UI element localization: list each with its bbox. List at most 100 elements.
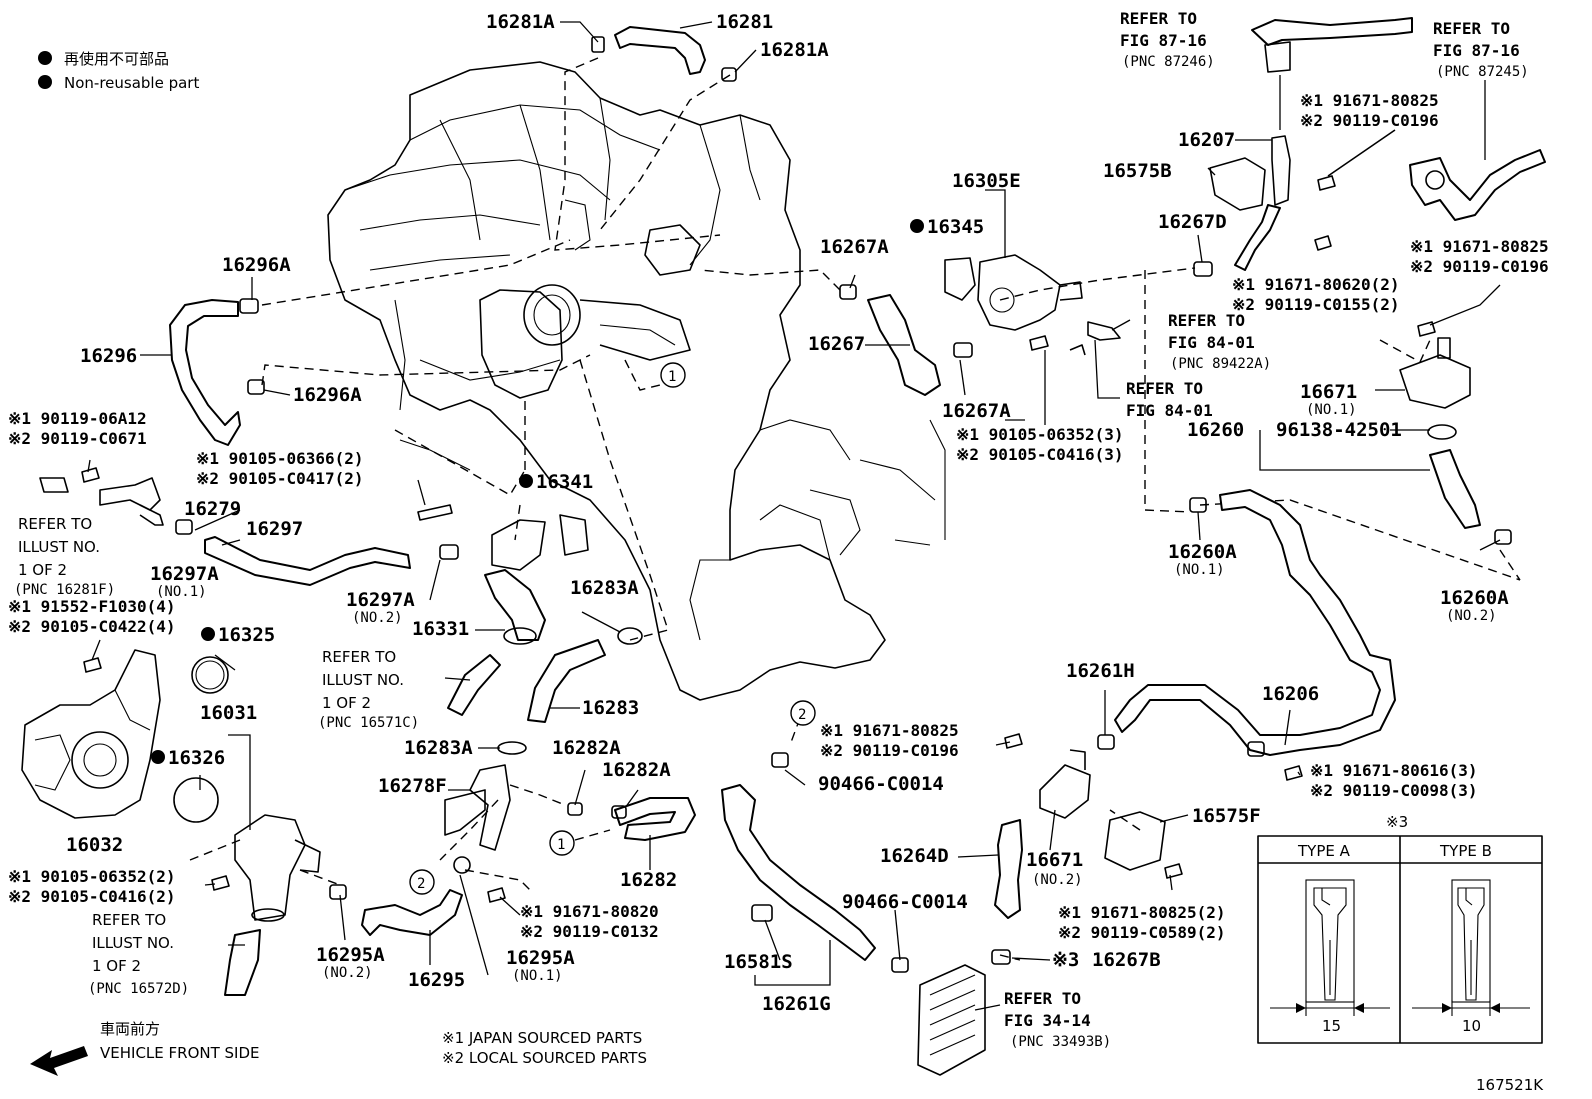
refer-to-note: 1 OF 2 xyxy=(92,957,141,975)
type-a-header: TYPE A xyxy=(1297,842,1351,860)
bolt-code: ※2 90119-C0196 xyxy=(820,741,959,760)
part-label: 16295A xyxy=(506,947,575,969)
part-label: 16671 xyxy=(1026,849,1083,871)
refer-to-note: 1 OF 2 xyxy=(18,561,67,579)
refer-to-note: FIG 84-01 xyxy=(1126,401,1213,420)
part-label: 16341 xyxy=(536,471,593,493)
part-label: 16267 xyxy=(808,333,865,355)
part-label: 16331 xyxy=(412,618,469,640)
type-b-clamp-icon xyxy=(1451,879,1491,1003)
refer-to-pnc: (PNC 89422A) xyxy=(1170,356,1271,372)
reference-notes: REFER TO FIG 87-16 (PNC 87246) REFER TO … xyxy=(14,9,1529,1050)
part-labels: 16281A 16281 16281A 16296A 16296 16296A … xyxy=(66,11,1509,1015)
part-label: ※3 xyxy=(1052,949,1079,971)
type-b-header: TYPE B xyxy=(1439,842,1492,860)
refer-to-note: REFER TO xyxy=(1168,311,1245,330)
bolt-code: ※1 91671-80825(2) xyxy=(1058,903,1226,922)
part-label: 90466-C0014 xyxy=(818,773,944,795)
bolt-code: ※2 90105-C0416(2) xyxy=(8,887,176,906)
part-label: 16260A xyxy=(1168,541,1237,563)
bolt-code: ※2 90119-C0196 xyxy=(1410,257,1549,276)
part-label: 16297A xyxy=(346,589,415,611)
refer-to-note: ILLUST NO. xyxy=(18,538,100,556)
legend-jp: 再使用不可部品 xyxy=(64,50,169,68)
part-label: 16283A xyxy=(570,577,639,599)
refer-to-note: REFER TO xyxy=(322,648,396,666)
part-label: 16283 xyxy=(582,697,639,719)
part-label: 16260 xyxy=(1187,419,1244,441)
part-label: 16260A xyxy=(1440,587,1509,609)
routing-lines xyxy=(189,57,1521,961)
refer-to-note: ILLUST NO. xyxy=(92,934,174,952)
part-label: 16295 xyxy=(408,969,465,991)
callout-circle xyxy=(409,869,435,895)
bolt-code: ※2 90119-C0132 xyxy=(520,922,659,941)
part-label: 16345 xyxy=(927,216,984,238)
refer-to-note: FIG 87-16 xyxy=(1433,41,1520,60)
part-label: 16279 xyxy=(184,498,241,520)
part-sublabel: (NO.2) xyxy=(1032,872,1083,888)
front-en-label: VEHICLE FRONT SIDE xyxy=(100,1044,260,1062)
refer-to-pnc: (PNC 33493B) xyxy=(1010,1034,1111,1050)
part-label: 16282 xyxy=(620,869,677,891)
part-label: 16206 xyxy=(1262,683,1319,705)
non-reusable-dot-icon xyxy=(151,750,165,764)
non-reusable-dot-icon xyxy=(519,474,533,488)
bolt-code: ※1 90105-06352(2) xyxy=(8,867,176,886)
part-label: 16297 xyxy=(246,518,303,540)
engine-block-drawing xyxy=(327,61,946,701)
bolt-labels: ※1 91671-80825 ※2 90119-C0196 ※1 91671-8… xyxy=(8,91,1549,942)
type-a-clamp-icon xyxy=(1305,879,1355,1003)
part-label: 16267A xyxy=(820,236,889,258)
bolt-code: ※2 90105-C0417(2) xyxy=(196,469,364,488)
part-sublabel: (NO.1) xyxy=(1306,402,1357,418)
part-label: 16032 xyxy=(66,834,123,856)
part-sublabel: (NO.2) xyxy=(1446,608,1497,624)
clamp-type-table: ※3 TYPE A TYPE B 15 10 xyxy=(1257,813,1543,1044)
callout-circle xyxy=(660,362,686,388)
part-label: 16295A xyxy=(316,944,385,966)
refer-to-note: REFER TO xyxy=(1126,379,1203,398)
part-label: 16281A xyxy=(486,11,555,33)
refer-to-note: REFER TO xyxy=(1120,9,1197,28)
part-sublabel: (NO.2) xyxy=(352,610,403,626)
part-label: 16581S xyxy=(724,951,793,973)
part-sublabel: (NO.1) xyxy=(1174,562,1225,578)
part-label: 16267D xyxy=(1158,211,1227,233)
bolt-code: ※1 91671-80825 xyxy=(1410,237,1549,256)
part-label: 96138-42501 xyxy=(1276,419,1402,441)
refer-to-note: FIG 87-16 xyxy=(1120,31,1207,50)
part-label: 16296A xyxy=(293,384,362,406)
part-label: 16267A xyxy=(942,400,1011,422)
part-label: 16207 xyxy=(1178,129,1235,151)
part-label: 16296A xyxy=(222,254,291,276)
callout-number: 1 xyxy=(668,369,676,385)
part-label: 16325 xyxy=(218,624,275,646)
refer-to-note: FIG 84-01 xyxy=(1168,333,1255,352)
bolt-code: ※1 91671-80616(3) xyxy=(1310,761,1478,780)
part-sublabel: (NO.1) xyxy=(512,968,563,984)
callout-number: 2 xyxy=(417,876,425,892)
parts-drawings xyxy=(21,17,1546,1076)
refer-to-note: REFER TO xyxy=(1433,19,1510,38)
part-label: 16264D xyxy=(880,845,949,867)
callout-number: 2 xyxy=(798,707,806,723)
refer-to-note: FIG 34-14 xyxy=(1004,1011,1091,1030)
part-label: 16261H xyxy=(1066,660,1135,682)
non-reusable-dot-icon xyxy=(910,219,924,233)
vehicle-front-indicator: 車両前方 VEHICLE FRONT SIDE xyxy=(30,1020,260,1076)
part-label: 16305E xyxy=(952,170,1021,192)
part-label: 16282A xyxy=(552,737,621,759)
bolt-code: ※2 90105-C0416(3) xyxy=(956,445,1124,464)
bolt-code: ※1 91671-80825 xyxy=(1300,91,1439,110)
part-label: 16671 xyxy=(1300,381,1357,403)
non-reusable-dot-icon xyxy=(38,51,52,65)
part-sublabel: (NO.2) xyxy=(322,965,373,981)
front-jp-label: 車両前方 xyxy=(100,1020,160,1038)
bolt-code: ※2 90119-C0098(3) xyxy=(1310,781,1478,800)
part-label: 16296 xyxy=(80,345,137,367)
type-a-dimension: 15 xyxy=(1322,1017,1341,1035)
bolt-code: ※2 90119-C0589(2) xyxy=(1058,923,1226,942)
callout-number: 1 xyxy=(557,837,565,853)
